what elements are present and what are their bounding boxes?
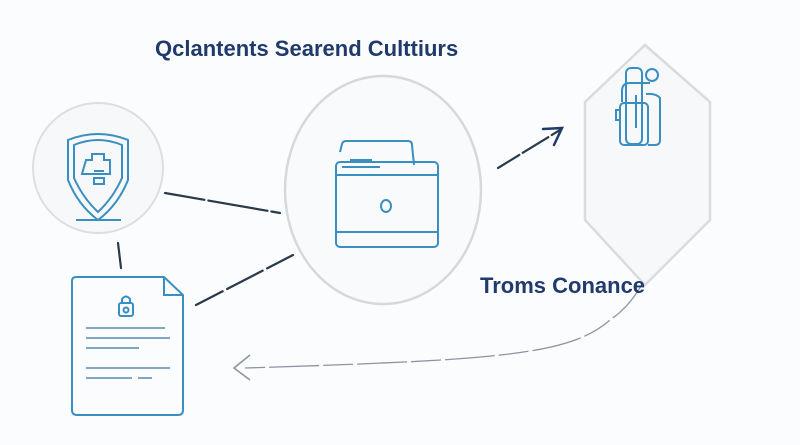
node-document [71, 276, 184, 416]
file-drawer-icon [335, 140, 439, 248]
node-shield [32, 102, 164, 234]
locked-document-icon [71, 276, 184, 416]
arrow-drawer-device [496, 126, 565, 170]
connector-shield-drawer [163, 191, 282, 215]
connector-document-drawer [194, 253, 295, 307]
shield-icon [67, 133, 129, 222]
device-lock-icon [615, 67, 661, 146]
connector-shield-document [116, 241, 123, 270]
node-drawer [283, 74, 483, 306]
node-device [583, 43, 712, 287]
diagram-title: Qclantents Searend Culttiurs [155, 36, 459, 61]
flow-label: Troms Conance [480, 273, 646, 298]
